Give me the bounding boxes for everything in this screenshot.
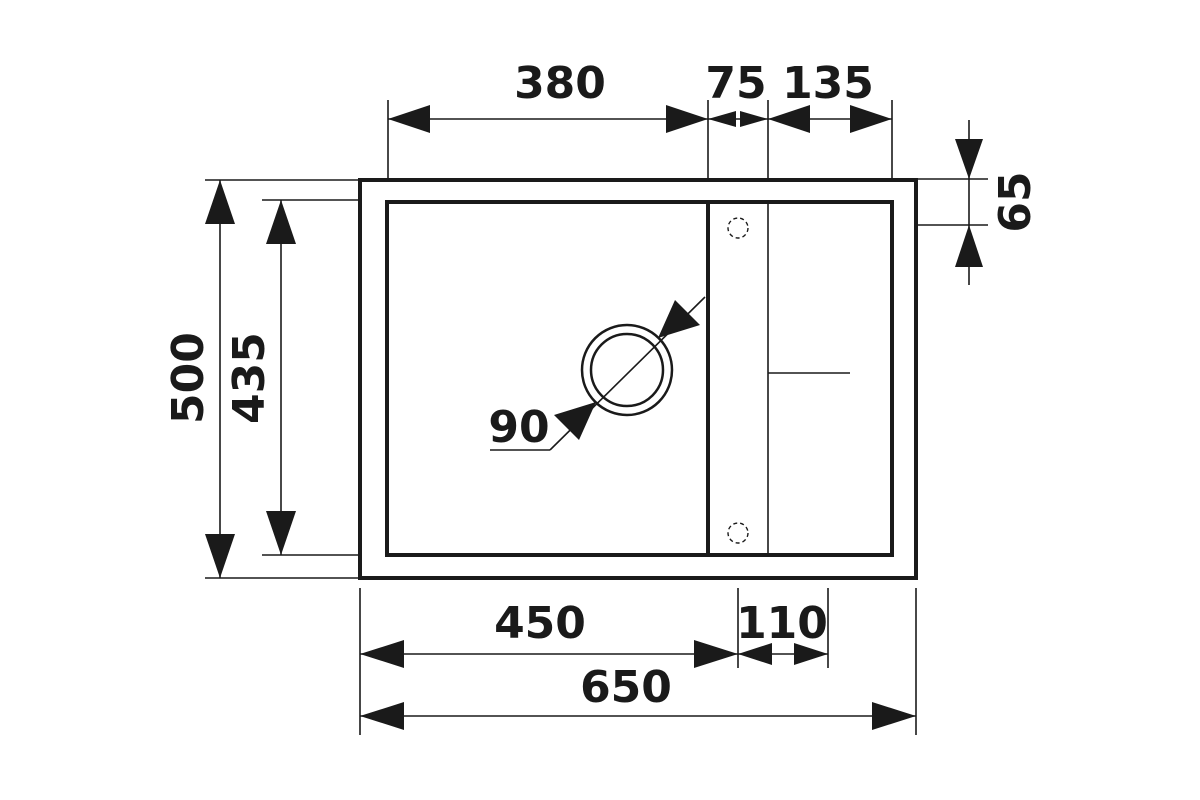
tap-hole-bottom [727,522,749,544]
arrow-head [266,511,296,555]
arrow-head [388,105,430,133]
arrow-head [554,402,596,440]
drain-outer-ring [580,323,674,417]
dim-label-450: 450 [494,598,586,649]
tap-hole-top [727,217,749,239]
arrow-head [205,180,235,224]
arrow-head [205,534,235,578]
dim-label-500: 500 [163,332,214,424]
right-dimension: 65 [916,120,1041,285]
arrow-head [266,200,296,244]
arrow-head [872,702,916,730]
arrow-head [738,643,772,665]
arrow-head [658,300,700,338]
left-dimensions: 500 435 [163,179,360,579]
arrow-head [768,105,810,133]
dim-label-380: 380 [514,58,606,109]
drainer-outline [706,200,894,557]
sink-body [358,178,918,580]
dim-label-435: 435 [224,332,275,424]
arrow-head [360,702,404,730]
dim-label-110: 110 [736,598,828,649]
arrow-head [708,111,736,127]
basin-outline [385,200,710,557]
sink-outer-outline [358,178,918,580]
drain-inner-ring [589,332,665,408]
dim-label-65: 65 [990,171,1041,232]
dim-label-135: 135 [782,58,874,109]
arrow-head [694,640,738,668]
arrow-head [850,105,892,133]
arrow-head [955,225,983,267]
dim-label-90: 90 [488,402,549,453]
dim-label-650: 650 [580,662,672,713]
arrow-head [740,111,768,127]
dim-label-75: 75 [705,58,766,109]
bottom-dimensions: 450 110 650 [359,588,917,735]
drain-dimension: 90 [488,296,706,453]
arrow-head [955,139,983,179]
arrow-head [794,643,828,665]
arrow-head [666,105,708,133]
arrow-head [360,640,404,668]
top-dimensions: 380 75 135 [387,58,893,180]
